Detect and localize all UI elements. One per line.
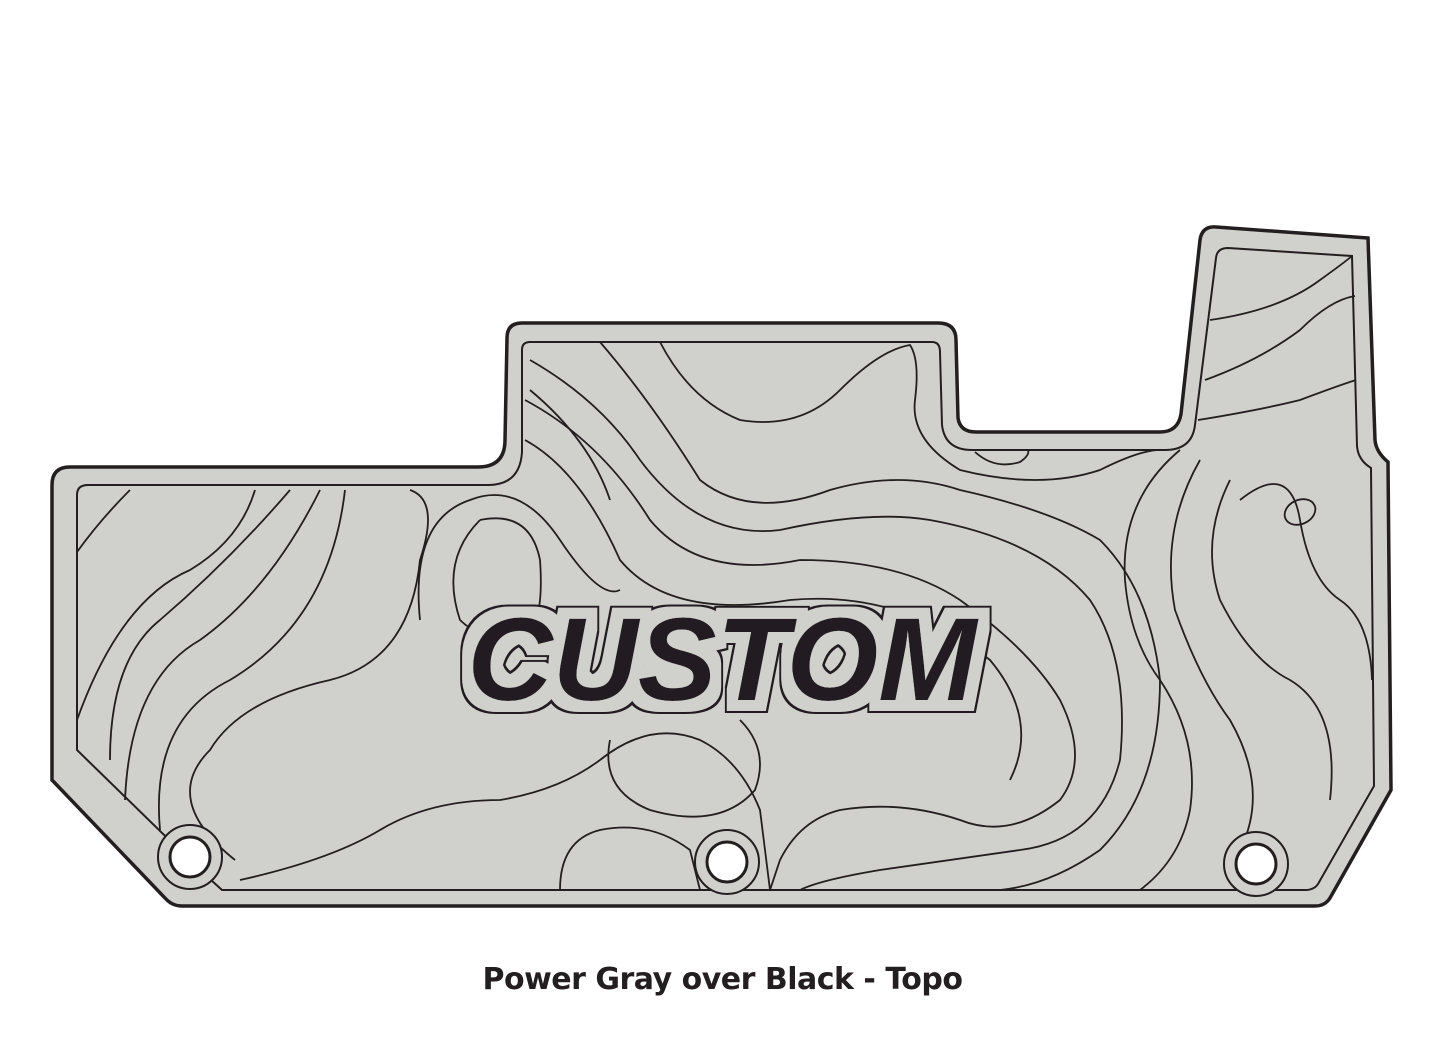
mount-hole-center-opening (705, 840, 749, 884)
mount-hole-right-opening (1234, 842, 1278, 886)
logo-text: CUSTOM (467, 594, 979, 726)
mount-holes (157, 824, 1289, 897)
mat-inner-outline (76, 246, 1376, 891)
product-caption: Power Gray over Black - Topo (482, 962, 963, 997)
custom-logo: CUSTOM (467, 594, 979, 726)
topo-lines (76, 255, 1373, 891)
mat-outer-outline (50, 225, 1393, 908)
mount-hole-left-opening (168, 835, 212, 879)
